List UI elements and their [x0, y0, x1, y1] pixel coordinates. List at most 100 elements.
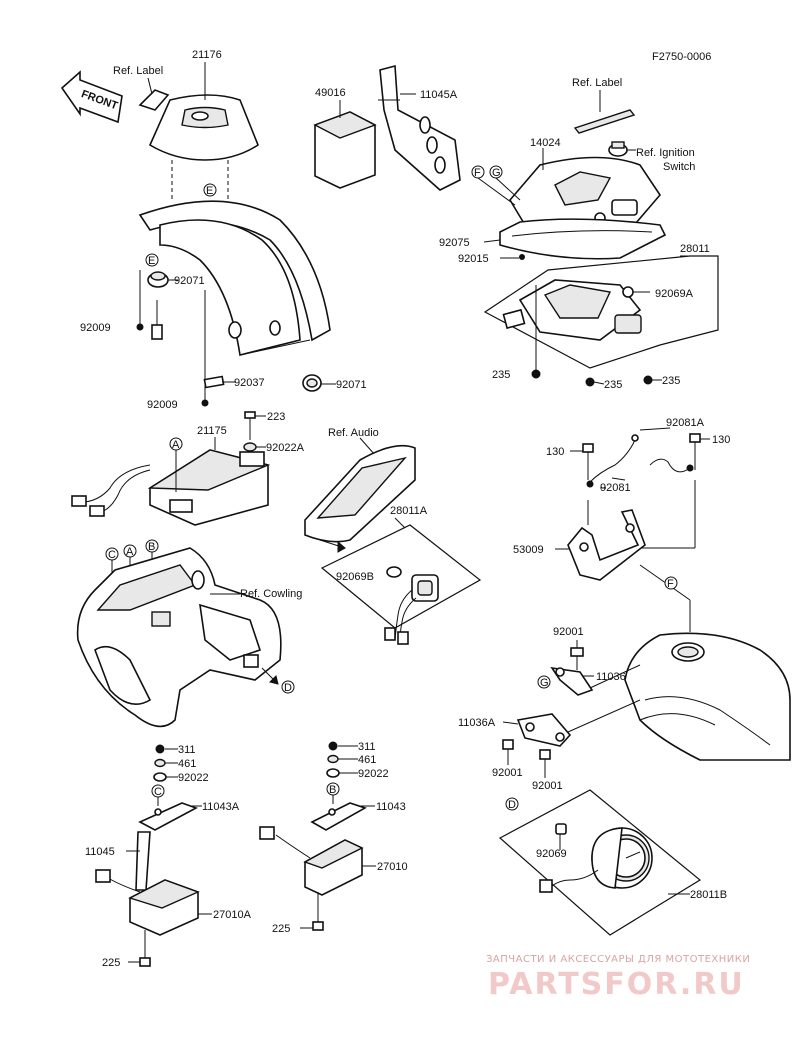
- callout-f-lower: F: [667, 578, 674, 590]
- label-461-right: 461: [358, 754, 376, 766]
- label-11045A: 11045A: [420, 89, 458, 101]
- callout-e-upper: E: [206, 185, 213, 197]
- label-11036: 11036: [596, 671, 626, 683]
- bracket-53009: [567, 509, 646, 581]
- meter-unit-28011: [502, 279, 642, 341]
- diagram-code: F2750-0006: [652, 51, 711, 63]
- watermark-tagline: ЗАПЧАСТИ И АКСЕССУАРЫ ДЛЯ МОТОТЕХНИКИ: [486, 954, 750, 965]
- bolt-130-left: [582, 443, 594, 480]
- light-92069B: [384, 574, 439, 645]
- callout-a-upper: A: [172, 439, 180, 451]
- callout-d-cowl: D: [284, 682, 292, 694]
- label-92001-left: 92001: [492, 767, 523, 779]
- screw-225-right: [312, 892, 324, 931]
- label-53009: 53009: [513, 544, 544, 556]
- fuel-tank: [624, 632, 791, 761]
- bolt-92001-top: [570, 647, 584, 670]
- meter-box-outline: [483, 255, 719, 369]
- label-ref-label-left: Ref. Label: [113, 65, 163, 77]
- wire-harness-21175: [71, 464, 151, 517]
- label-311-right: 311: [358, 741, 376, 753]
- callout-b-cowl: B: [148, 541, 155, 553]
- label-92022A: 92022A: [266, 442, 305, 454]
- callout-d-box: D: [508, 799, 516, 811]
- pad-49016: [313, 111, 377, 189]
- label-225-left: 225: [102, 957, 120, 969]
- cowling: [76, 547, 282, 728]
- label-11043A: 11043A: [202, 801, 240, 813]
- box-28011A: [320, 524, 482, 629]
- label-11043: 11043: [376, 801, 406, 813]
- bracket-11036A: [516, 713, 572, 747]
- label-92001-right: 92001: [532, 780, 563, 792]
- label-27010A: 27010A: [213, 909, 252, 921]
- stack-left: [153, 744, 167, 782]
- audio-unit: [304, 444, 416, 543]
- callout-g-lower: G: [540, 677, 549, 689]
- bolt-92001-right: [539, 749, 551, 778]
- grommet-92022A: [243, 442, 257, 452]
- label-92037: 92037: [234, 377, 265, 389]
- gauge-28011B: [539, 827, 653, 893]
- label-311-left: 311: [178, 744, 196, 756]
- label-28011: 28011: [680, 243, 710, 255]
- label-14024: 14024: [530, 137, 561, 149]
- label-235-right: 235: [662, 375, 680, 387]
- label-92081A: 92081A: [666, 417, 705, 429]
- label-223: 223: [267, 411, 285, 423]
- label-92009-lower: 92009: [147, 399, 178, 411]
- callout-g-upper: G: [492, 167, 501, 179]
- label-27010: 27010: [377, 861, 408, 873]
- bracket-11043A: [138, 802, 198, 831]
- bracket-11036: [550, 666, 594, 696]
- callout-c-left: C: [154, 786, 162, 798]
- label-ref-label-right: Ref. Label: [572, 77, 622, 89]
- bracket-11043: [310, 802, 367, 831]
- label-235-mid: 235: [604, 379, 622, 391]
- ref-label-badge: [138, 89, 170, 111]
- label-92075: 92075: [439, 237, 470, 249]
- label-235-left: 235: [492, 369, 510, 381]
- cover-21176: [148, 94, 259, 161]
- callout-b-right: B: [329, 784, 336, 796]
- label-92001-top: 92001: [553, 626, 584, 638]
- ignition-switch-cap: [608, 141, 628, 157]
- label-92071-upper: 92071: [174, 275, 205, 287]
- bracket-11045A: [379, 64, 461, 191]
- label-ref-ignition-1: Ref. Ignition: [636, 147, 695, 159]
- relay-27010: [259, 826, 364, 896]
- bolt-130-right: [689, 433, 701, 470]
- label-21175: 21175: [197, 425, 227, 437]
- relay-27010A: [95, 869, 200, 936]
- label-28011B: 28011B: [690, 889, 727, 901]
- grommet-92071-lower: [302, 374, 322, 392]
- ref-label-strip: [573, 109, 636, 134]
- label-92022-right: 92022: [358, 768, 389, 780]
- screw-223: [244, 411, 256, 440]
- label-92022-left: 92022: [178, 772, 209, 784]
- inner-fairing: [138, 200, 331, 356]
- screw-225-left: [139, 930, 151, 967]
- wire-92081: [586, 434, 694, 488]
- label-92081: 92081: [600, 482, 631, 494]
- label-49016: 49016: [315, 87, 346, 99]
- label-ref-audio: Ref. Audio: [328, 427, 379, 439]
- label-225-right: 225: [272, 923, 290, 935]
- label-92069A: 92069A: [655, 288, 694, 300]
- label-11045: 11045: [85, 846, 115, 858]
- callout-e-lower: E: [148, 255, 155, 267]
- label-ref-ignition-2: Switch: [663, 161, 695, 173]
- label-28011A: 28011A: [390, 505, 428, 517]
- label-92009-upper: 92009: [80, 322, 111, 334]
- gasket-92075: [499, 218, 667, 260]
- callout-a-cowl: A: [126, 546, 134, 558]
- front-arrow: FRONT: [60, 70, 123, 124]
- label-461-left: 461: [178, 758, 196, 770]
- label-11036A: 11036A: [458, 717, 496, 729]
- grommet-92071-upper: [147, 271, 169, 288]
- watermark-site: PARTSFOR.RU: [488, 967, 745, 1002]
- unit-21175: [147, 449, 271, 526]
- label-92015: 92015: [458, 253, 489, 265]
- bulb-92069B: [386, 566, 402, 578]
